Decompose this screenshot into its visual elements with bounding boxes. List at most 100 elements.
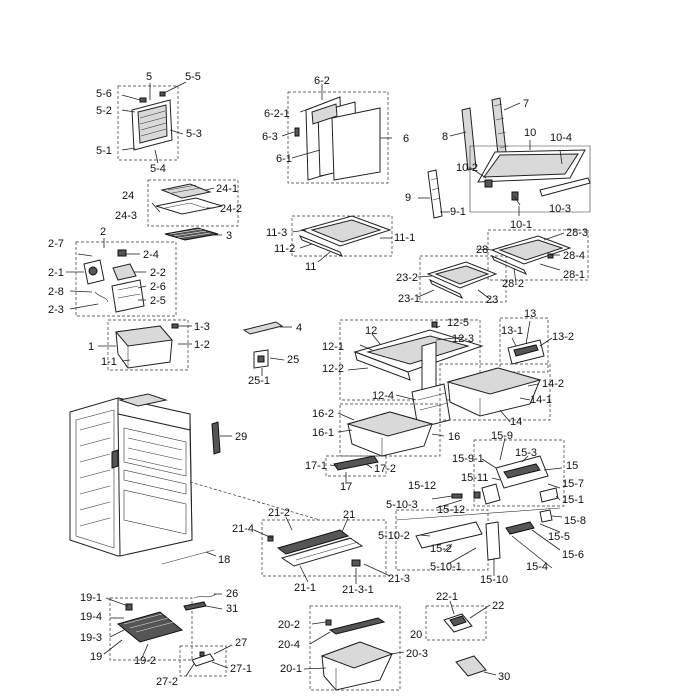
label-6-1: 6-1 [276, 153, 292, 165]
label-25: 25 [287, 354, 299, 366]
label-27-2: 27-2 [156, 676, 178, 688]
label-18: 18 [218, 554, 230, 566]
part-6-panel-assembly [281, 84, 392, 184]
part-10-shelf-assembly [469, 140, 591, 216]
part-3-grille [164, 227, 222, 241]
part-1-ice-bucket [98, 319, 192, 371]
label-28-3: 28-3 [566, 227, 588, 239]
part-13-cover [499, 317, 553, 373]
label-28: 28 [476, 244, 488, 256]
label-13-1: 13-1 [501, 325, 523, 337]
label-24-2: 24-2 [220, 203, 242, 215]
label-10-4: 10-4 [550, 132, 572, 144]
label-15-8: 15-8 [564, 515, 586, 527]
label-4: 4 [296, 322, 302, 334]
label-10-3: 10-3 [549, 203, 571, 215]
label-21: 21 [343, 509, 355, 521]
label-27-1: 27-1 [230, 663, 252, 675]
label-17: 17 [340, 481, 352, 493]
label-14: 14 [510, 416, 522, 428]
label-1-2: 1-2 [194, 339, 210, 351]
label-21-4: 21-4 [232, 523, 254, 535]
label-5-5: 5-5 [185, 71, 201, 83]
part-20-bottom-tray [303, 605, 405, 691]
label-24-3: 24-3 [115, 210, 137, 222]
label-2-7: 2-7 [48, 238, 64, 250]
label-21-2: 21-2 [268, 507, 290, 519]
label-22: 22 [492, 600, 504, 612]
label-31: 31 [226, 603, 238, 615]
label-12-1: 12-1 [322, 341, 344, 353]
label-5-10-3: 5-10-3 [386, 499, 418, 511]
cabinet-body [69, 393, 193, 557]
label-16: 16 [448, 431, 460, 443]
label-25-1: 25-1 [248, 375, 270, 387]
label-17-1: 17-1 [305, 460, 327, 472]
part-22-cover [425, 600, 491, 641]
label-28-1: 28-1 [563, 269, 585, 281]
label-15-9-1: 15-9-1 [452, 453, 484, 465]
part-18-trim-bar [161, 481, 321, 565]
label-19-3: 19-3 [80, 632, 102, 644]
label-15-5: 15-5 [548, 531, 570, 543]
label-5-10-1: 5-10-1 [430, 561, 462, 573]
label-23: 23 [486, 294, 498, 306]
label-5-1: 5-1 [96, 145, 112, 157]
label-6-2: 6-2 [314, 75, 330, 87]
part-5-filter-cover [117, 81, 187, 164]
label-2-2: 2-2 [150, 267, 166, 279]
label-6: 6 [403, 133, 409, 145]
label-2-3: 2-3 [48, 304, 64, 316]
label-29: 29 [235, 431, 247, 443]
part-19-lower-rail [103, 597, 193, 661]
label-1: 1 [88, 341, 94, 353]
label-2-4: 2-4 [143, 249, 159, 261]
part-26-wire [193, 593, 222, 599]
label-6-3: 6-3 [262, 131, 278, 143]
label-17-2: 17-2 [374, 463, 396, 475]
label-12-5: 12-5 [447, 317, 469, 329]
label-9: 9 [405, 192, 411, 204]
label-15-12a: 15-12 [408, 480, 436, 492]
label-11-3: 11-3 [266, 227, 287, 239]
part-23-shelf [417, 255, 507, 303]
label-24-1: 24-1 [216, 183, 238, 195]
label-1-3: 1-3 [194, 321, 210, 333]
label-20-3: 20-3 [406, 648, 428, 660]
label-11-1: 11-1 [394, 232, 415, 244]
part-16-drawer [337, 403, 445, 457]
label-5: 5 [146, 71, 152, 83]
label-21-3-1: 21-3-1 [342, 584, 374, 596]
label-2-6: 2-6 [150, 281, 166, 293]
label-15-7: 15-7 [562, 478, 584, 490]
label-10-1: 10-1 [510, 219, 532, 231]
label-26: 26 [226, 588, 238, 600]
label-15-11: 15-11 [461, 472, 488, 484]
label-8: 8 [442, 131, 448, 143]
label-19: 19 [90, 651, 102, 663]
part-14-drawer [439, 363, 551, 423]
label-5-4: 5-4 [150, 163, 166, 175]
label-11-2: 11-2 [274, 243, 295, 255]
label-15-12b: 15-12 [437, 504, 465, 516]
label-15-10: 15-10 [480, 574, 508, 586]
label-28-2: 28-2 [502, 278, 524, 290]
label-5-10-2: 5-10-2 [378, 530, 410, 542]
label-16-1: 16-1 [312, 427, 334, 439]
label-14-2: 14-2 [542, 378, 564, 390]
label-22-1: 22-1 [436, 591, 458, 603]
label-13-2: 13-2 [552, 331, 574, 343]
label-2: 2 [100, 226, 106, 238]
label-13: 13 [524, 308, 536, 320]
label-12-4: 12-4 [372, 390, 394, 402]
label-2-8: 2-8 [48, 286, 64, 298]
label-3: 3 [226, 230, 232, 242]
label-23-1: 23-1 [398, 293, 420, 305]
label-7: 7 [523, 98, 529, 110]
part-25-sensor [253, 349, 285, 376]
label-5-6: 5-6 [96, 88, 112, 100]
label-21-1: 21-1 [294, 582, 316, 594]
label-23-2: 23-2 [396, 272, 418, 284]
label-21-3: 21-3 [388, 573, 410, 585]
